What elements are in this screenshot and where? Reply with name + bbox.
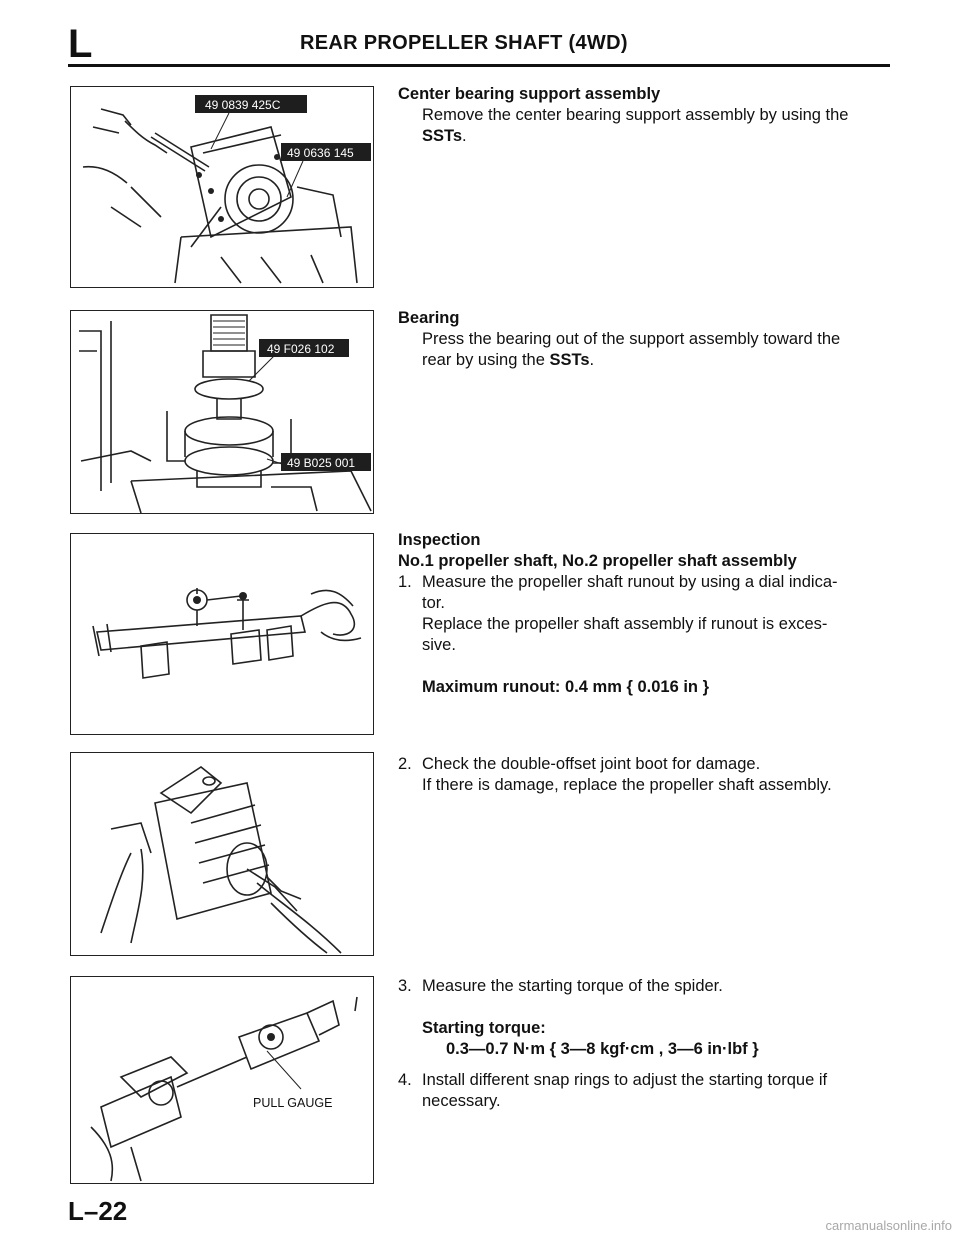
body-suffix: .: [462, 127, 467, 145]
figure-runout-measurement: [70, 533, 374, 735]
section-bearing: Bearing Press the bearing out of the sup…: [398, 308, 868, 371]
spec-maximum-runout: Maximum runout: 0.4 mm { 0.016 in }: [422, 678, 709, 696]
step-3: 3. Measure the starting torque of the sp…: [398, 976, 868, 1060]
spec-value: 0.3—0.7 N·m { 3—8 kgf·cm , 3—6 in·lbf }: [446, 1040, 759, 1058]
tool-tag-4-label: 49 B025 001: [287, 456, 355, 470]
step-number: 3.: [398, 977, 412, 995]
watermark: carmanualsonline.info: [825, 1218, 952, 1233]
step-text: necessary.: [422, 1092, 501, 1110]
step-text: sive.: [422, 636, 456, 654]
tool-tag-3-label: 49 F026 102: [267, 342, 335, 356]
section-heading: Inspection: [398, 531, 481, 549]
step-number: 4.: [398, 1071, 412, 1089]
section-body: Remove the center bearing support assemb…: [398, 105, 868, 147]
header-divider: [68, 64, 890, 67]
tool-tag-1: 49 0839 425C: [195, 95, 307, 113]
step-text: If there is damage, replace the propelle…: [422, 776, 832, 794]
section-body: Press the bearing out of the support ass…: [398, 329, 868, 371]
tool-tag-3: 49 F026 102: [259, 339, 349, 357]
figure-boot-inspection: [70, 752, 374, 956]
page-title: REAR PROPELLER SHAFT (4WD): [300, 32, 628, 54]
illustration-dial-indicator: [92, 588, 362, 679]
step-2: 2. Check the double-offset joint boot fo…: [398, 754, 868, 796]
step-text: Check the double-offset joint boot for d…: [422, 755, 761, 773]
step-number: 2.: [398, 755, 412, 773]
body-emphasis: SSTs: [549, 351, 590, 369]
body-suffix: .: [589, 351, 595, 369]
step-text: tor.: [422, 594, 445, 612]
tool-tag-2-label: 49 0636 145: [287, 146, 354, 160]
page-number: L–22: [68, 1196, 128, 1226]
tool-tag-2: 49 0636 145: [281, 143, 371, 161]
step-text: Measure the starting torque of the spide…: [422, 977, 723, 995]
illustration-press: 49 F026 102 49 B025 001: [79, 314, 372, 513]
spec-label: Starting torque:: [422, 1019, 546, 1037]
tool-tag-4: 49 B025 001: [281, 453, 371, 471]
step-1: 1. Measure the propeller shaft runout by…: [398, 572, 868, 698]
section-subheading: No.1 propeller shaft, No.2 propeller sha…: [398, 552, 797, 570]
pull-gauge-label: PULL GAUGE: [253, 1096, 332, 1110]
body-emphasis: SSTs: [422, 127, 463, 145]
body-text: Press the bearing out of the support ass…: [422, 330, 841, 369]
section-heading: Bearing: [398, 309, 460, 327]
section-inspection: Inspection No.1 propeller shaft, No.2 pr…: [398, 530, 868, 698]
figure-center-bearing-removal: 49 0839 425C 49 0636 145: [70, 86, 374, 288]
step-4: 4. Install different snap rings to adjus…: [398, 1070, 868, 1112]
section-letter: L: [68, 22, 93, 66]
step-number: 1.: [398, 573, 412, 591]
illustration-pull-gauge: PULL GAUGE: [90, 996, 358, 1182]
section-heading: Center bearing support assembly: [398, 85, 661, 103]
tool-tag-1-label: 49 0839 425C: [205, 98, 281, 112]
step-text: Replace the propeller shaft assembly if …: [422, 615, 828, 633]
step-text: Install different snap rings to adjust t…: [422, 1071, 828, 1089]
body-text: Remove the center bearing support assemb…: [422, 106, 849, 124]
step-text: Measure the propeller shaft runout by us…: [422, 573, 838, 591]
figure-starting-torque: PULL GAUGE: [70, 976, 374, 1184]
illustration-boot: [100, 766, 342, 954]
section-center-bearing: Center bearing support assembly Remove t…: [398, 84, 868, 147]
figure-bearing-press: 49 F026 102 49 B025 001: [70, 310, 374, 514]
illustration-puller: 49 0839 425C 49 0636 145: [82, 95, 371, 284]
